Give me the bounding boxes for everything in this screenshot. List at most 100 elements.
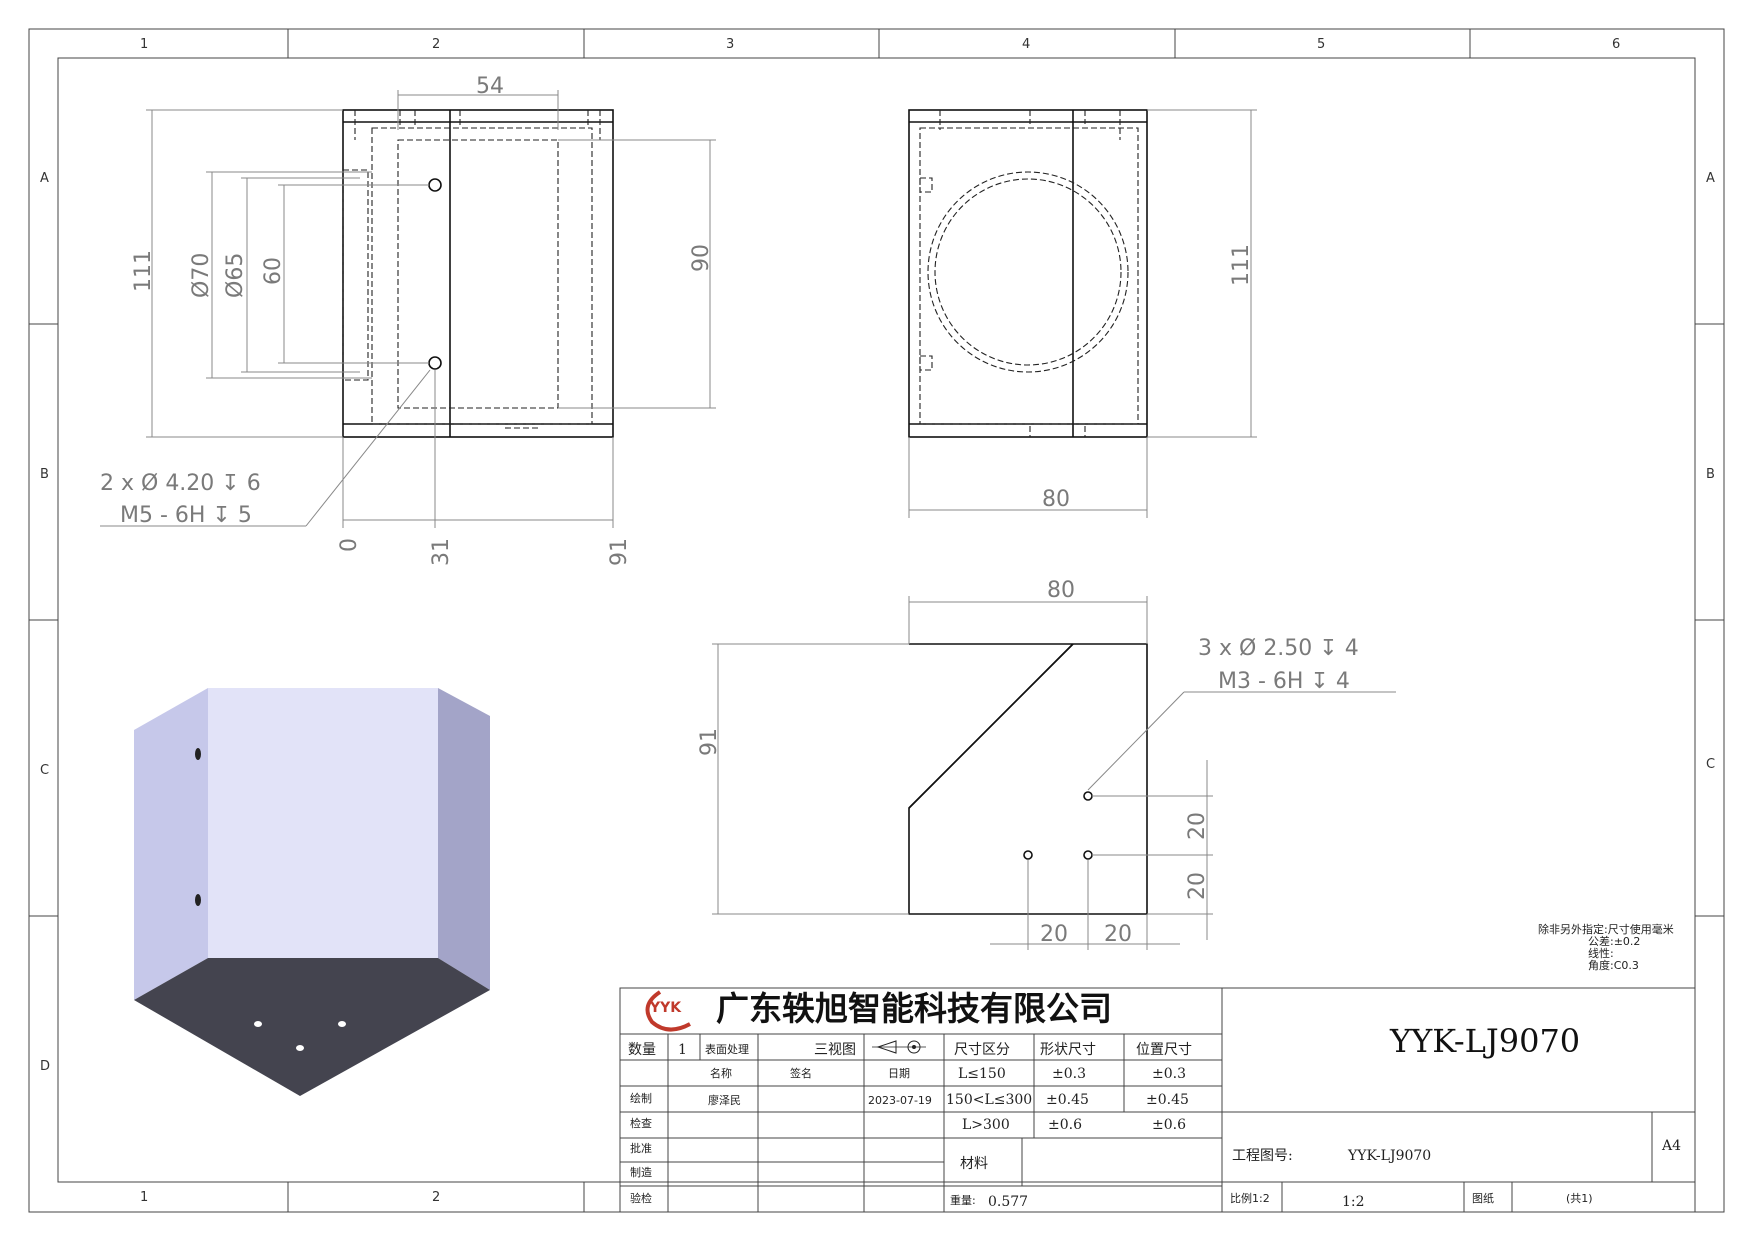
company-name: 广东轶旭智能科技有限公司	[716, 989, 1112, 1028]
range-1-shape: ±0.3	[1052, 1066, 1086, 1082]
dim-side-111: 111	[1229, 244, 1254, 286]
scale-value: 1:2	[1342, 1194, 1365, 1210]
isometric-view	[134, 688, 490, 1096]
callout-front-line2: M5 - 6H ↧ 5	[120, 503, 252, 528]
ord-31: 31	[429, 538, 454, 566]
dim-bottom-v1: 20	[1185, 812, 1210, 840]
qty-value: 1	[678, 1042, 687, 1058]
side-view	[908, 109, 1148, 438]
surface-label: 表面处理	[705, 1042, 749, 1056]
dim-front-54: 54	[476, 74, 504, 99]
range-2-shape: ±0.45	[1046, 1092, 1089, 1108]
zone-col-3: 3	[726, 37, 734, 52]
front-hole-bottom	[428, 356, 442, 370]
weight-value: 0.577	[988, 1194, 1028, 1210]
weight-label: 重量:	[950, 1193, 976, 1207]
approve-label: 批准	[630, 1141, 652, 1155]
dim-bottom-h2: 20	[1104, 922, 1132, 947]
paper-label: 图纸	[1472, 1192, 1494, 1205]
drawing-title: YYK-LJ9070	[1389, 1022, 1580, 1060]
dim-front-60: 60	[261, 257, 286, 285]
range-2: 150<L≤300	[946, 1092, 1032, 1108]
note-linear: 线性:	[1588, 946, 1614, 960]
zone-col-1: 1	[140, 37, 148, 52]
zone-dividers	[29, 29, 1724, 1212]
zone-row-c: C	[40, 763, 49, 778]
name-label: 名称	[710, 1066, 732, 1080]
draw-label: 绘制	[630, 1091, 652, 1105]
range-2-pos: ±0.45	[1146, 1092, 1189, 1108]
make-label: 制造	[630, 1165, 652, 1179]
iso-hole-2	[195, 894, 201, 906]
side-view-dimensions	[908, 109, 1257, 518]
dim-front-d70: Ø70	[189, 253, 214, 298]
project-value: YYK-LJ9070	[1347, 1148, 1431, 1164]
iso-hole-4	[338, 1021, 346, 1027]
dim-side-80: 80	[1042, 487, 1070, 512]
range-3-shape: ±0.6	[1048, 1117, 1082, 1133]
callout-bottom-line1: 3 x Ø 2.50 ↧ 4	[1198, 636, 1359, 661]
bottom-hole-1	[1083, 791, 1093, 801]
note-angle: 角度:C0.3	[1588, 958, 1639, 972]
drawer-name: 廖泽民	[708, 1093, 741, 1107]
zone-col-5: 5	[1317, 37, 1325, 52]
qty-label: 数量	[628, 1042, 656, 1058]
scale-label: 比例1:2	[1230, 1191, 1270, 1205]
front-view-dimensions	[100, 90, 716, 528]
zone-col-6: 6	[1612, 37, 1620, 52]
dim-bottom-h1: 20	[1040, 922, 1068, 947]
zone-row-b: B	[40, 467, 49, 482]
bottom-hole-3	[1083, 850, 1093, 860]
dim-bottom-v2: 20	[1185, 872, 1210, 900]
front-hole-top	[428, 178, 442, 192]
three-view-label: 三视图	[814, 1042, 856, 1058]
dim-bottom-91: 91	[697, 728, 722, 756]
iso-hole-5	[296, 1045, 304, 1051]
sheet-size: A4	[1661, 1138, 1681, 1154]
iso-hole-1	[195, 748, 201, 760]
bore-circle-outer	[927, 171, 1129, 373]
dim-front-d65: Ø65	[223, 253, 248, 298]
bottom-hole-2	[1023, 850, 1033, 860]
zone-row-c-right: C	[1706, 757, 1715, 772]
zone-row-a-right: A	[1706, 171, 1715, 186]
note-tolerance: 公差:±0.2	[1588, 934, 1640, 948]
date-label: 日期	[888, 1067, 910, 1080]
company-logo: YYK	[645, 990, 691, 1032]
bottom-view-dimensions	[712, 596, 1396, 950]
callout-bottom-line2: M3 - 6H ↧ 4	[1218, 669, 1350, 694]
zone-col-4: 4	[1022, 37, 1030, 52]
projection-symbol-icon	[872, 1040, 926, 1054]
logo-text: YYK	[649, 1000, 682, 1016]
front-view	[342, 109, 614, 438]
shape-label: 形状尺寸	[1040, 1042, 1096, 1058]
range-3: L>300	[962, 1117, 1010, 1133]
size-range-label: 尺寸区分	[954, 1042, 1010, 1058]
zone-row-a: A	[40, 171, 49, 186]
zone-row-b-right: B	[1706, 467, 1715, 482]
pos-label: 位置尺寸	[1136, 1042, 1192, 1058]
total-label: (共1)	[1566, 1192, 1593, 1205]
range-3-pos: ±0.6	[1152, 1117, 1186, 1133]
note-units: 除非另外指定:尺寸使用毫米	[1538, 922, 1674, 936]
zone-col-1-bottom: 1	[140, 1190, 148, 1205]
material-label: 材料	[960, 1156, 988, 1172]
iso-hole-3	[254, 1021, 262, 1027]
project-label: 工程图号:	[1232, 1148, 1293, 1164]
dim-front-111: 111	[131, 250, 156, 292]
zone-col-2-bottom: 2	[432, 1190, 440, 1205]
bore-circle-inner	[934, 178, 1122, 366]
zone-row-d: D	[40, 1059, 50, 1074]
ord-0: 0	[337, 538, 362, 552]
sign-label: 签名	[790, 1066, 812, 1080]
callout-front-line1: 2 x Ø 4.20 ↧ 6	[100, 471, 261, 496]
title-block-grid	[619, 987, 1696, 1213]
check-label: 检查	[630, 1116, 652, 1130]
dim-front-90: 90	[689, 244, 714, 272]
zone-col-2: 2	[432, 37, 440, 52]
dim-bottom-80: 80	[1047, 578, 1075, 603]
inspect-label: 验检	[630, 1191, 652, 1205]
range-1: L≤150	[958, 1066, 1006, 1082]
range-1-pos: ±0.3	[1152, 1066, 1186, 1082]
